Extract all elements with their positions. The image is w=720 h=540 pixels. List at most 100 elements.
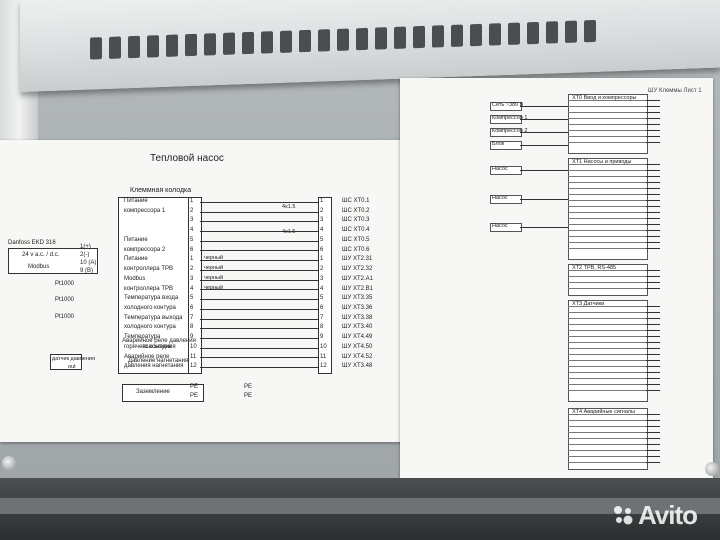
terminal-number: 5 [190,236,194,243]
wiring-diagram-left: Тепловой насос Клеммная колодка Danfoss … [0,140,405,442]
duct-slot [432,25,444,48]
section-wire [646,224,660,225]
pressure-sensor-label: датчик давления [52,356,95,362]
pe-1: PE [190,384,199,390]
output-terminal: ШС XT0.2 [342,207,370,214]
duct-slot [451,24,463,47]
wire-line [200,328,318,330]
duct-slot [90,37,102,60]
output-terminal: ШУ XT3.40 [342,324,373,331]
pe-out-1: PE [244,384,253,390]
output-number: 2 [320,266,324,273]
output-terminal: ШС XT0.4 [342,227,370,234]
wire-line [200,299,318,301]
section-row-line [568,288,646,289]
device-wire [520,198,568,200]
wire-line [200,347,318,349]
section-wire [646,124,660,125]
screw-right [705,462,719,476]
section-row-line [568,366,646,367]
output-number: 10 [320,343,327,350]
duct-slot [299,29,311,53]
section-row-line [568,306,646,307]
section-wire [646,288,660,289]
section-wire [646,312,660,313]
pe-2: PE [190,393,199,399]
terminal-number: 4 [190,227,194,234]
section-wire [646,384,660,385]
section-row-line [568,188,646,189]
terminal-label: холодного контура [124,304,176,311]
duct-slot [185,33,197,57]
wire-line [200,211,318,213]
output-number: 12 [320,363,327,370]
section-row-line [568,324,646,325]
emergency-suction-label: Аварийное реле давления всасывания [122,338,196,350]
block-label: Клеммная колодка [130,187,192,194]
device-label: Сеть ~380 В [492,102,524,108]
section-wire [646,444,660,445]
section-wire [646,130,660,131]
duct-slot [223,32,235,55]
device-wire [520,227,568,228]
output-number: 1 [320,198,324,204]
section-wire [646,282,660,283]
duct-slot [204,33,216,56]
terminal-number: 1 [190,256,194,263]
wire-line [200,337,318,339]
cable-1-label: 4x1.5 [282,204,296,210]
section-row-line [568,236,646,237]
ground-box [122,384,204,402]
wire-note: черный [204,274,224,281]
controller-power: 24 v a.c. / d.c. [22,252,60,258]
terminal-label: Питание [124,198,148,204]
section-wire [646,414,660,415]
section-wire [646,462,660,463]
section-row-line [568,100,646,101]
watermark-text: Avito [638,500,698,530]
section-row-line [568,426,646,427]
section-wire [646,112,660,113]
terminal-label: компрессора 2 [124,246,166,253]
controller-pin: 2(-) [80,252,90,258]
section-row-line [568,420,646,421]
wire-note: черный [204,265,224,272]
section-wire [646,100,660,101]
duct-slot [584,19,596,43]
section-row-line [568,200,646,201]
device-wire [520,144,568,146]
section-row-line [568,444,646,445]
wire-line [200,318,318,320]
section-row-line [568,106,646,107]
output-number: 4 [320,227,324,234]
controller-modbus: Modbus [28,264,50,270]
wire-line [200,231,318,233]
section-row-line [568,130,646,131]
wire-line [200,289,318,291]
section-wire [646,330,660,331]
wire-note: черный [204,284,224,291]
controller-pin: 1(+) [80,244,91,250]
din-rail [0,498,720,514]
output-terminal: ШУ XT4.52 [342,353,373,360]
section-row-line [568,112,646,113]
terminal-section [568,300,648,402]
section-row-line [568,242,646,243]
section-wire [646,218,660,219]
section-wire [646,106,660,107]
terminal-number: 2 [190,266,194,273]
section-wire [646,270,660,271]
output-terminal: ШУ XT3.48 [342,363,373,370]
device-wire [520,118,568,120]
output-number: 5 [320,295,324,302]
terminal-label: давления нагнетания [124,363,184,370]
section-row-line [568,218,646,219]
wire-note: черный [204,255,224,262]
section-row-line [568,212,646,213]
duct-slot [356,27,368,51]
output-number: 7 [320,314,324,321]
section-wire [646,212,660,213]
wire-line [200,367,318,369]
terminal-label: холодного контура [124,324,176,331]
